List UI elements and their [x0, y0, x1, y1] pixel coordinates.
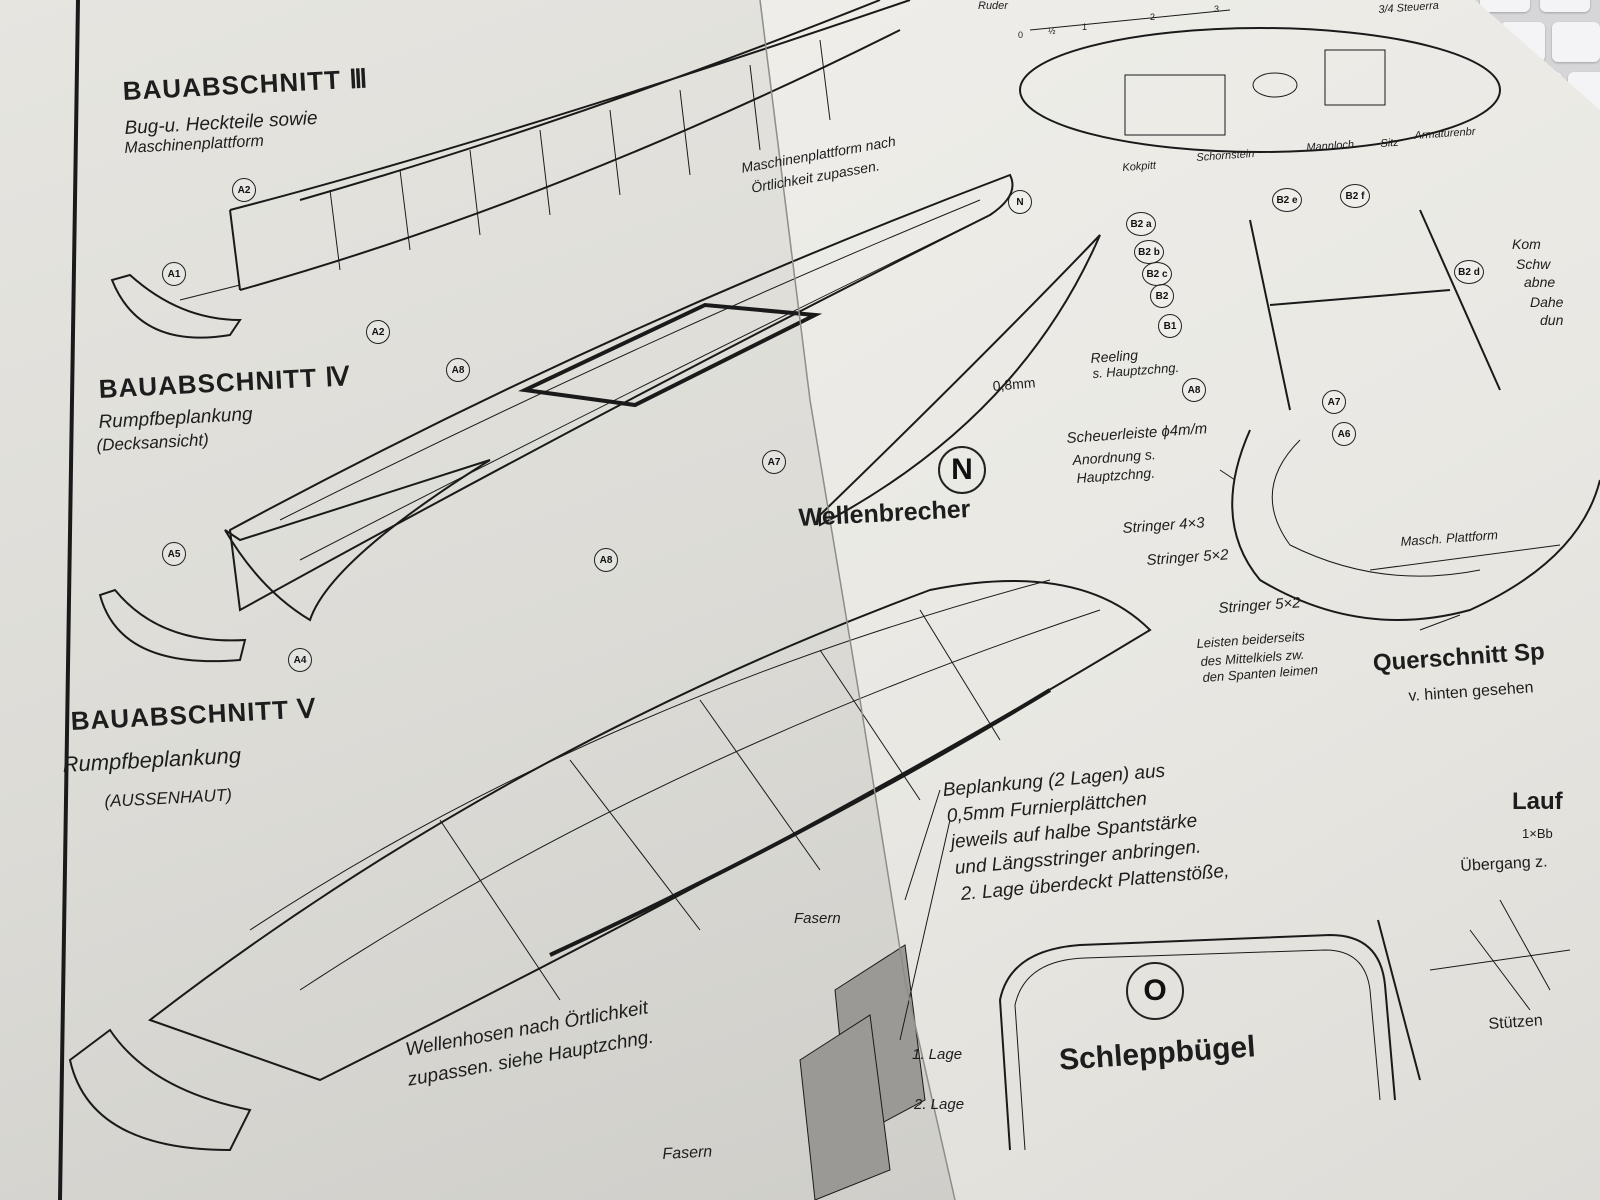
marker-a8-cross: A8 [1182, 378, 1206, 402]
marker-a8-bottom: A8 [594, 548, 618, 572]
deck-plan-hatch [1252, 72, 1298, 98]
side-text-2: Schw [1516, 256, 1551, 272]
cross-section-walls [1249, 209, 1501, 411]
marker-a2-bottom: A2 [366, 320, 390, 344]
side-text-1: Kom [1512, 236, 1541, 252]
deck-label-sitz: Sitz [1380, 136, 1400, 150]
fasern-bottom-label: Fasern [662, 1143, 713, 1163]
marker-a1: A1 [162, 262, 186, 286]
marker-a7-cross: A7 [1322, 390, 1346, 414]
marker-b2f: B2 f [1340, 184, 1370, 208]
bow-piece-a1 [110, 273, 242, 339]
scale-tick-2: 2 [1150, 12, 1156, 22]
marker-b2d: B2 d [1454, 260, 1484, 284]
sheet-border-line [58, 0, 80, 1200]
deck-plan-outline [1019, 27, 1501, 153]
deck-label-kokpitt: Kokpitt [1122, 159, 1157, 174]
cross-section-platform [1369, 544, 1561, 571]
bow-piece-section4 [98, 588, 247, 663]
marker-b2: B2 [1150, 284, 1174, 308]
side-text-4: Dahe [1530, 294, 1564, 310]
keyboard-key [1480, 0, 1530, 12]
scale-tick-half: ½ [1048, 26, 1056, 36]
cross-section-hull [1231, 429, 1600, 621]
deck-plan-panel [1324, 49, 1386, 106]
scale-tick-1: 1 [1082, 22, 1088, 32]
keyboard-key [1552, 22, 1600, 62]
lauf-title: Lauf [1512, 788, 1563, 815]
scale-tick-0: 0 [1018, 30, 1024, 40]
wellenbrecher-symbol: N [938, 446, 986, 494]
marker-a7: A7 [762, 450, 786, 474]
deck-cockpit [518, 302, 823, 408]
schleppbuegel-symbol: O [1126, 962, 1184, 1020]
lage-1-label: 1. Lage [912, 1046, 963, 1063]
schleppbuegel-shape [998, 933, 1396, 1151]
hull-ribs-section3 [329, 39, 831, 271]
side-text-5: dun [1540, 312, 1564, 328]
bow-lower-section4 [224, 459, 491, 622]
marker-a5: A5 [162, 542, 186, 566]
marker-a6-cross: A6 [1332, 422, 1356, 446]
side-text-3: abne [1524, 274, 1556, 290]
lage-2-label: 2. Lage [914, 1096, 965, 1113]
fasern-top-label: Fasern [794, 910, 841, 927]
deck-plan-cockpit [1124, 74, 1226, 136]
marker-b2b: B2 b [1134, 240, 1164, 264]
scale-bar [1029, 9, 1231, 31]
lauf-stuetzen: Stützen [1488, 1012, 1544, 1033]
ruder-label: Ruder [978, 0, 1008, 12]
marker-b1: B1 [1158, 314, 1182, 338]
marker-b2c: B2 c [1142, 262, 1172, 286]
hull-frame-section3 [229, 0, 911, 291]
stern-piece-section5 [68, 1028, 252, 1152]
marker-b2a: B2 a [1126, 212, 1156, 236]
deck-outline-section4 [228, 173, 1014, 612]
lauf-sketch [1429, 899, 1571, 1011]
marker-a8-top: A8 [446, 358, 470, 382]
schleppbuegel-rod [1377, 919, 1421, 1081]
marker-n-small: N [1008, 190, 1032, 214]
marker-a4: A4 [288, 648, 312, 672]
schleppbuegel-inner [1014, 949, 1381, 1151]
cross-section-inner [1271, 439, 1481, 577]
marker-a2-top: A2 [232, 178, 256, 202]
scale-tick-3: 3 [1214, 4, 1220, 14]
lauf-sub: 1×Bb [1522, 826, 1553, 841]
keyboard-key [1540, 0, 1590, 12]
marker-b2e: B2 e [1272, 188, 1302, 212]
